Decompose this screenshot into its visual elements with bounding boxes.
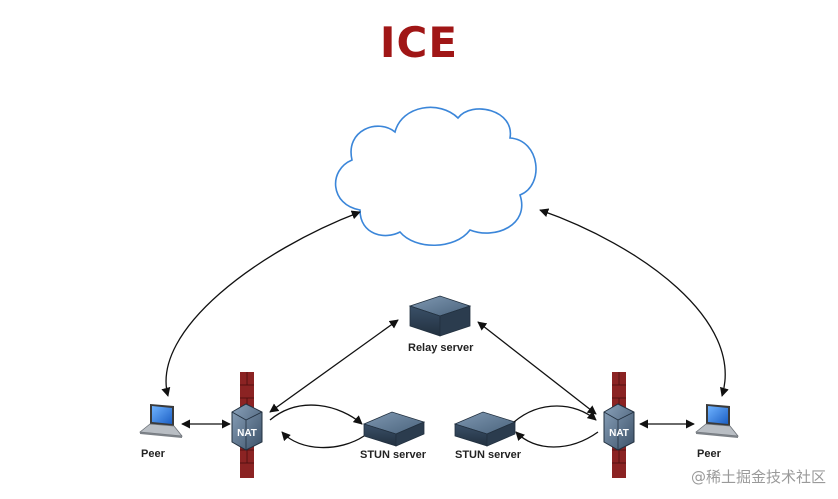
arrow-stun-to-nat-right: [513, 405, 597, 423]
nat-device-left: NAT: [231, 403, 263, 451]
relay-server-icon: [408, 295, 472, 337]
laptop-peer-left-icon: [138, 404, 183, 438]
relay-server-label: Relay server: [408, 342, 474, 354]
nat-label-right: NAT: [609, 428, 629, 439]
stun-server-left-icon: [362, 411, 426, 447]
internet-cloud: [334, 106, 537, 247]
arrow-nat-left-relay: [269, 319, 399, 413]
stun-server-left-label: STUN server: [360, 449, 427, 461]
arrow-peer-right-cloud: [539, 208, 729, 397]
stun-server-right-icon: [453, 411, 517, 447]
peer-left-label: Peer: [141, 448, 165, 460]
arrow-peer-left-cloud: [161, 210, 361, 397]
laptop-peer-right-icon: [694, 404, 739, 438]
arrow-nat-left-to-stun: [269, 404, 363, 425]
diagram-title: ICE: [379, 18, 459, 67]
connection-arrows: [161, 208, 729, 449]
arrow-stun-to-nat-left: [281, 431, 365, 449]
nat-device-right: NAT: [603, 403, 635, 451]
nat-label-left: NAT: [237, 428, 257, 439]
watermark: @稀土掘金技术社区: [690, 468, 826, 486]
stun-server-right-label: STUN server: [455, 449, 522, 461]
arrow-nat-right-to-stun: [515, 431, 599, 448]
peer-right-label: Peer: [697, 448, 721, 460]
arrow-nat-right-relay: [477, 321, 597, 415]
